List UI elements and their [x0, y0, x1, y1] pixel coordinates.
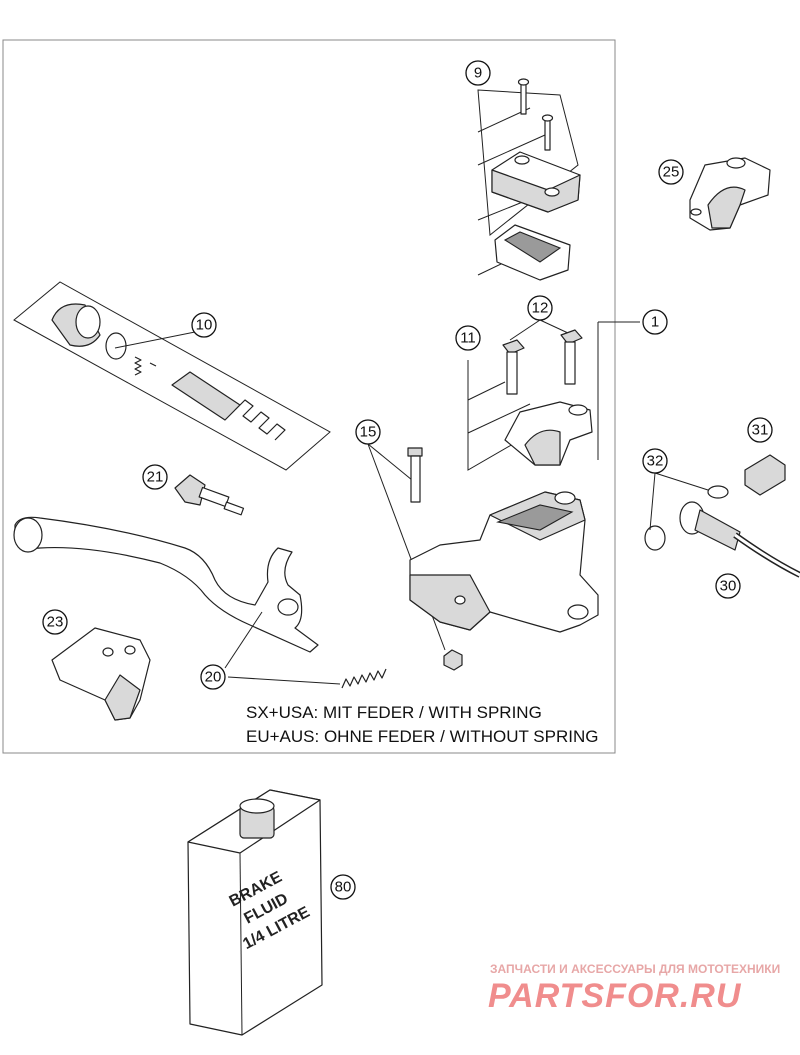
svg-text:32: 32: [647, 453, 664, 470]
part-11-12-clamp-and-bolts: [467, 319, 593, 471]
svg-text:1: 1: [651, 314, 659, 331]
part-20-brake-lever: [13, 516, 387, 689]
svg-text:25: 25: [663, 164, 680, 181]
svg-text:23: 23: [47, 614, 64, 631]
svg-text:11: 11: [460, 330, 476, 347]
svg-text:15: 15: [360, 424, 377, 441]
callout-31: 31: [747, 417, 773, 443]
svg-text:30: 30: [720, 578, 737, 595]
svg-text:12: 12: [532, 300, 549, 317]
part-1-master-cylinder: [409, 321, 640, 633]
callout-23: 23: [42, 609, 68, 635]
part-23-lever-guard: [51, 627, 151, 721]
svg-text:20: 20: [205, 669, 222, 686]
svg-text:10: 10: [196, 317, 213, 334]
assembly-frame: [2, 39, 616, 754]
watermark-tagline: ЗАПЧАСТИ И АКСЕССУАРЫ ДЛЯ МОТОТЕХНИКИ: [490, 962, 780, 976]
callout-21: 21: [142, 464, 168, 490]
callout-10: 10: [191, 312, 217, 338]
part-21-adjuster-screw: [174, 474, 245, 516]
callout-32: 32: [642, 448, 668, 474]
svg-text:31: 31: [752, 422, 769, 439]
part-9-reservoir-cover-group: [477, 78, 581, 281]
svg-text:9: 9: [474, 65, 482, 82]
spring-note-line1: SX+USA: MIT FEDER / WITH SPRING: [246, 703, 542, 722]
svg-text:80: 80: [335, 879, 352, 896]
callout-1: 1: [642, 309, 668, 335]
callout-11: 11: [455, 325, 481, 351]
spring-note-line2: EU+AUS: OHNE FEDER / WITHOUT SPRING: [246, 727, 598, 746]
callout-20: 20: [200, 664, 226, 690]
part-25-handlebar-clamp: [689, 157, 771, 231]
part-30-31-32-hose-fittings: [644, 454, 800, 578]
watermark-brand: PARTSFOR.RU: [488, 977, 742, 1015]
svg-text:21: 21: [147, 469, 164, 486]
callout-25: 25: [658, 159, 684, 185]
callout-9: 9: [465, 60, 491, 86]
part-10-piston-kit: [13, 281, 331, 471]
callout-15: 15: [355, 419, 381, 445]
callout-12: 12: [527, 295, 553, 321]
callout-80: 80: [330, 874, 356, 900]
callout-30: 30: [715, 573, 741, 599]
part-80-brake-fluid-bottle: BRAKE FLUID 1/4 LITRE: [187, 789, 323, 1036]
